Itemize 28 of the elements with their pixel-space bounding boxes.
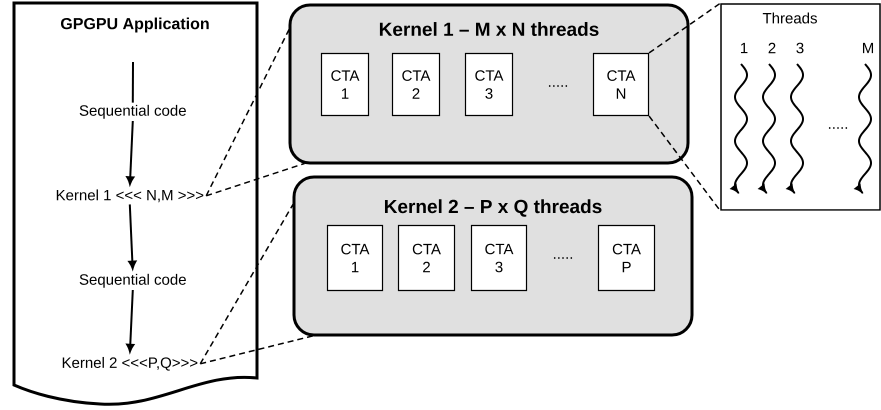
code-line: Sequential code (80, 274, 186, 288)
code-line: Kernel 2 <<<P,Q>>> (62, 356, 198, 371)
ellipsis: ..... (828, 127, 848, 129)
cta-box: CTA 1 (320, 52, 370, 116)
cta-box: CTA 2 (398, 224, 456, 292)
dashed-line (648, 2, 721, 54)
cta-box: CTA P (598, 224, 656, 292)
thread-number: 3 (796, 42, 804, 54)
arrow (126, 120, 134, 185)
arrow (128, 204, 136, 270)
cta-box: CTA N (592, 52, 650, 116)
ellipsis: ..... (548, 85, 568, 87)
code-line: Kernel 1 <<< N,M >>> (56, 189, 204, 202)
line (132, 62, 134, 103)
thread-number: 2 (768, 42, 776, 54)
ellipsis: ..... (554, 257, 572, 259)
cta-box: CTA 1 (326, 224, 384, 292)
cta-box: CTA 3 (464, 52, 514, 116)
cta-box: CTA 2 (392, 52, 440, 116)
dashed-line (200, 334, 315, 365)
dashed-line (200, 203, 294, 364)
dashed-line (206, 28, 290, 196)
dashed-line (648, 116, 721, 212)
cta-box: CTA 3 (470, 224, 528, 292)
thread-number: M (862, 42, 874, 54)
code-line: Sequential code (80, 104, 186, 119)
arrow (126, 290, 134, 352)
thread-number: 1 (740, 42, 748, 54)
